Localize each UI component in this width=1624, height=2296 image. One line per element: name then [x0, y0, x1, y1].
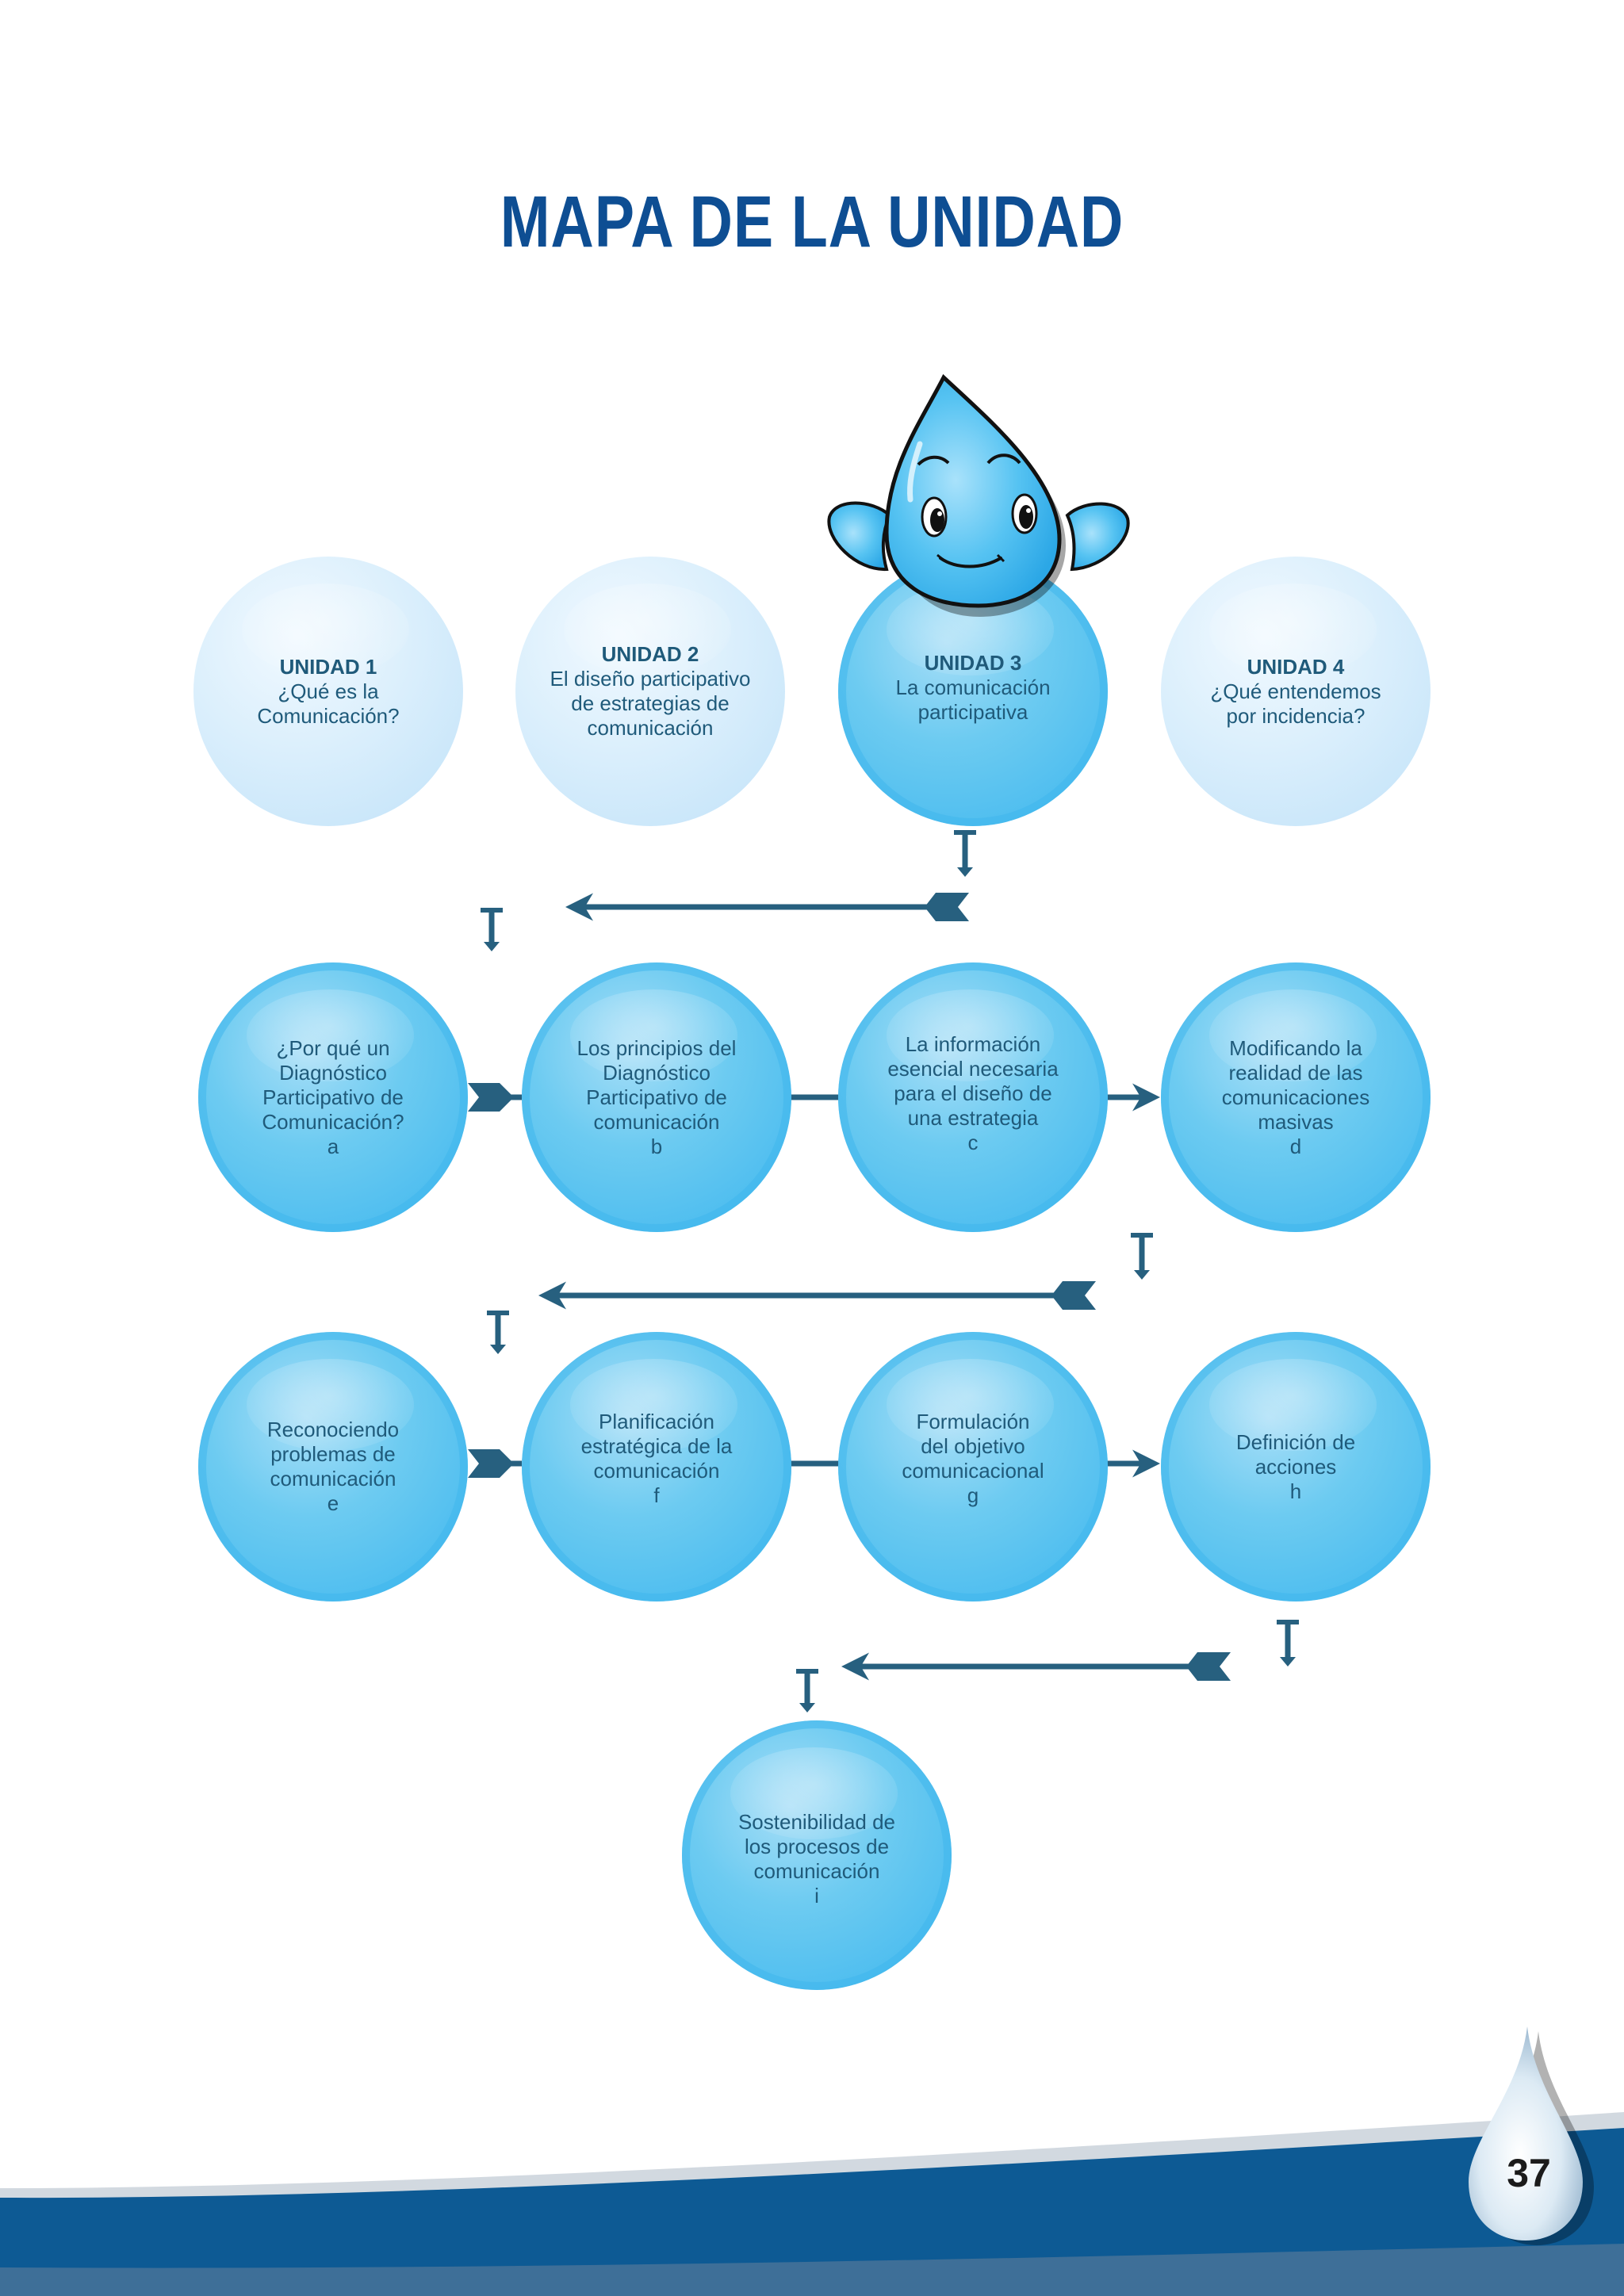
down-arrow-2: [481, 908, 503, 951]
down-arrow-3: [1131, 1233, 1153, 1280]
left-arrow-3: [841, 1652, 1231, 1681]
topic-text: Modificando la realidad de las comunicac…: [1221, 1035, 1370, 1134]
right-arrow-a-b: [468, 1083, 522, 1112]
topic-letter: f: [653, 1483, 660, 1507]
unit-text: La comunicación participativa: [895, 675, 1051, 724]
unit-heading: UNIDAD 1: [279, 654, 377, 679]
topic-text: Los principios del Diagnóstico Participa…: [576, 1035, 737, 1134]
topic-letter: g: [967, 1483, 979, 1507]
down-arrow-5: [1277, 1620, 1299, 1667]
page-title: MAPA DE LA UNIDAD: [500, 182, 1124, 262]
topic-text: ¿Por qué un Diagnóstico Participativo de…: [262, 1035, 404, 1134]
topic-letter: e: [327, 1491, 339, 1515]
unit-text: El diseño participativo de estrategias d…: [550, 667, 751, 740]
unit-text: ¿Qué es la Comunicación?: [257, 679, 400, 728]
unit-heading: UNIDAD 2: [601, 642, 699, 666]
topic-text: Sostenibilidad de los procesos de comuni…: [737, 1810, 896, 1883]
topic-letter: a: [327, 1134, 339, 1158]
unit-heading: UNIDAD 3: [924, 650, 1022, 675]
topic-bubble-a: ¿Por qué un Diagnóstico Participativo de…: [198, 962, 468, 1232]
left-arrow-1: [565, 893, 969, 921]
down-arrow-4: [487, 1311, 509, 1354]
topic-text: La información esencial necesaria para e…: [887, 1031, 1059, 1130]
unit-heading: UNIDAD 4: [1247, 654, 1345, 679]
topic-text: Formulación del objetivo comunicacional: [902, 1410, 1044, 1483]
footer-band: [0, 2112, 1624, 2296]
topic-letter: c: [967, 1130, 979, 1154]
page-number: 37: [1507, 2151, 1551, 2195]
topic-text: Definición de acciones: [1235, 1429, 1356, 1479]
right-arrow-e-f: [468, 1449, 522, 1478]
topic-letter: i: [814, 1884, 819, 1908]
topic-letter: b: [650, 1134, 663, 1158]
unit-text: ¿Qué entendemos por incidencia?: [1210, 679, 1381, 728]
topic-text: Reconociendo problemas de comunicación: [266, 1418, 400, 1490]
topic-bubble-f: Planificación estratégica de la comunica…: [522, 1332, 791, 1601]
unit-bubble-1: UNIDAD 1¿Qué es la Comunicación?: [193, 557, 463, 826]
topic-text: Planificación estratégica de la comunica…: [580, 1410, 733, 1483]
topic-letter: h: [1289, 1479, 1302, 1503]
topic-letter: d: [1289, 1134, 1302, 1158]
down-arrow-6: [796, 1669, 818, 1712]
down-arrow-1: [954, 830, 976, 877]
left-arrow-2: [538, 1281, 1096, 1310]
